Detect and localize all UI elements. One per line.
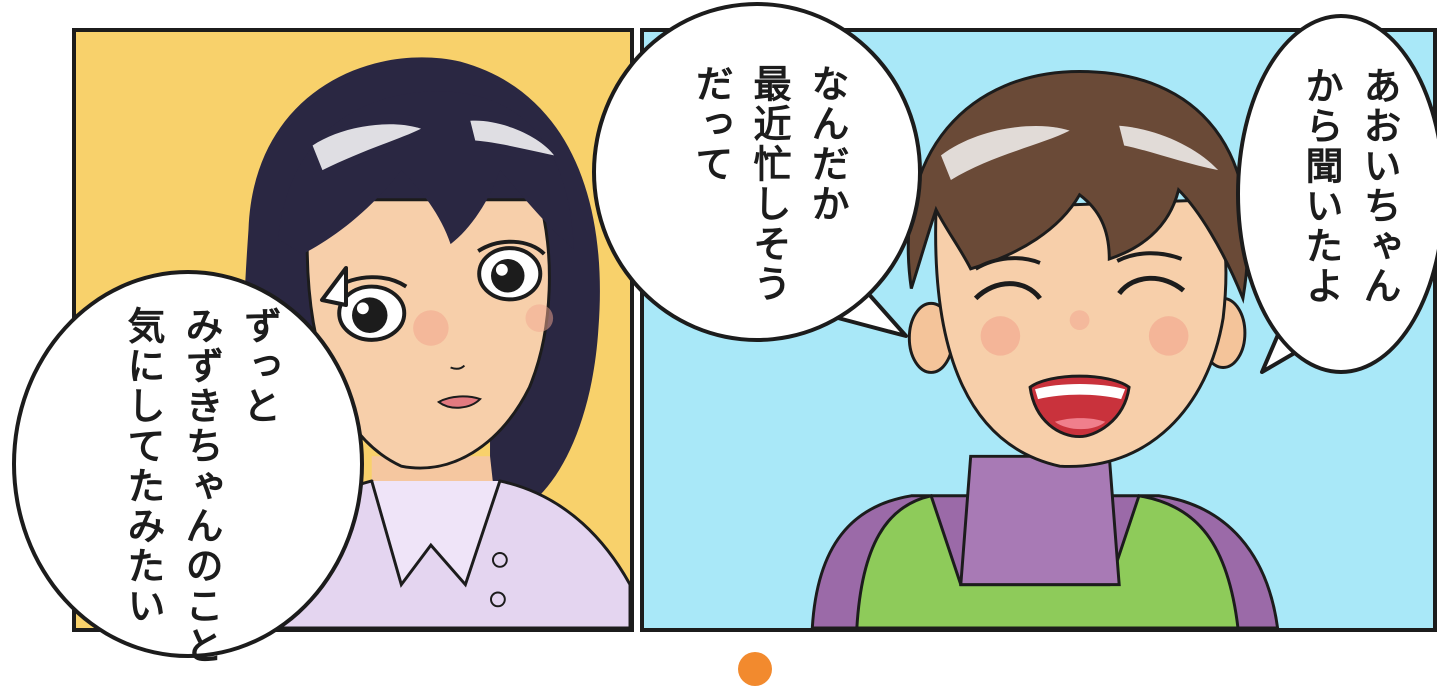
speech-text-right: あおいちゃん から聞いたよ <box>1299 66 1401 306</box>
speech-bubble-center: なんだか 最近忙しそう だって <box>592 2 922 342</box>
speech-text-left: ずっと みずきちゃんのこと 気にしてたみたい <box>121 306 281 666</box>
bubble-tail-right <box>1260 328 1312 374</box>
accent-dot <box>738 652 772 686</box>
speech-bubble-right: あおいちゃん から聞いたよ <box>1236 14 1437 374</box>
speech-bubble-left: ずっと みずきちゃんのこと 気にしてたみたい <box>12 270 364 666</box>
bubble-tail-left <box>320 266 348 307</box>
comic-page: ずっと みずきちゃんのこと 気にしてたみたい なんだか 最近忙しそう だって あ… <box>12 2 1437 686</box>
speech-text-center: なんだか 最近忙しそう だって <box>689 64 849 304</box>
